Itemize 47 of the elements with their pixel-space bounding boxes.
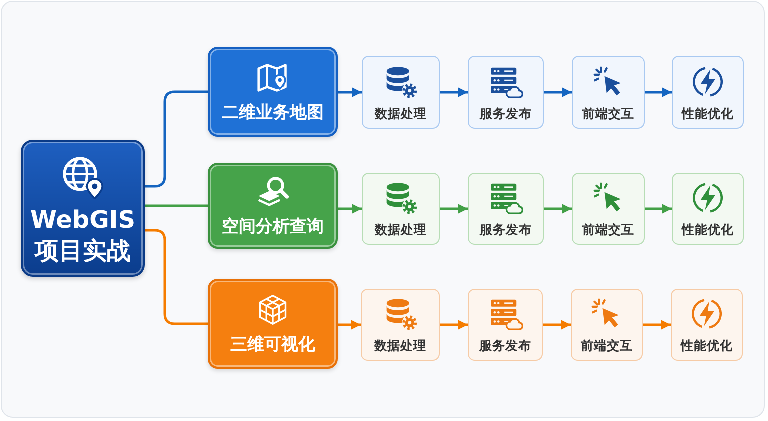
arrow [544,88,572,98]
step-box [572,173,645,245]
arrow [643,320,671,330]
category-box [208,279,338,369]
step-label: 前端交互 [581,338,633,353]
step-label: 数据处理 [374,338,426,353]
box-title: 二维业务地图 [222,102,324,124]
step-box [672,56,744,129]
box-title: 空间分析查询 [222,216,324,238]
arrow [544,204,572,214]
arrow [440,320,468,330]
step-label: 前端交互 [582,222,634,237]
step-label: 数据处理 [375,222,427,237]
step-box [571,289,643,361]
step-label: 前端交互 [582,106,634,120]
step-label: 服务发布 [480,106,532,120]
step-box [362,56,440,129]
step-box [361,289,440,361]
arrow [338,320,361,330]
step-label: 性能优化 [681,338,733,353]
step-label: 性能优化 [682,106,734,120]
step-label: 服务发布 [480,338,532,353]
arrow [645,88,672,98]
step-label: 数据处理 [375,106,427,120]
step-box [671,289,743,361]
step-box [672,173,744,245]
connector-line [145,90,208,188]
arrow [338,88,362,98]
category-box [208,47,338,137]
arrow [543,320,571,330]
step-box [572,56,645,129]
step-box [468,56,544,129]
step-box [468,289,543,361]
step-box [468,173,544,245]
box-title: 三维可视化 [230,334,316,356]
box-title: WebGIS 项目实战 [30,204,136,266]
arrow [440,88,468,98]
arrow [440,204,468,214]
step-label: 服务发布 [480,222,532,237]
title-box [21,140,145,277]
arrow [338,204,362,214]
arrow [645,204,672,214]
step-box [362,173,440,245]
connector-line [145,229,208,326]
connector-line [145,204,208,208]
category-box [208,163,338,249]
step-label: 性能优化 [682,222,734,237]
